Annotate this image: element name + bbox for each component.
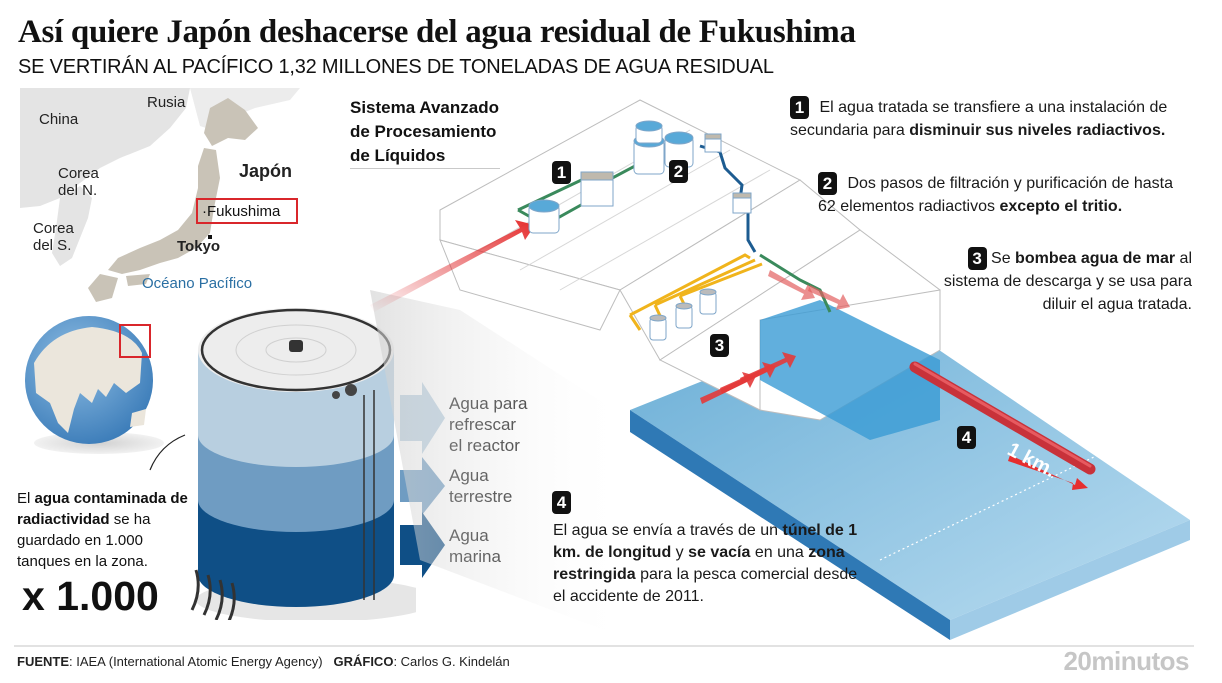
label-fukushima: ·Fukushima	[202, 203, 281, 220]
step-1-text: 1 El agua tratada se transfiere a una in…	[790, 96, 1168, 139]
label-japon: Japón	[239, 161, 293, 181]
system-title-divider	[350, 168, 500, 169]
globe-icon	[25, 316, 153, 444]
step-3-badge: 3	[967, 247, 987, 270]
step-1-badge: 1	[790, 96, 809, 119]
storage-tank-icon	[190, 308, 416, 620]
footer-credits: FUENTE: IAEA (International Atomic Energ…	[17, 654, 510, 669]
fukushima-highlight: ·Fukushima	[196, 198, 298, 224]
tank-pointer-line	[149, 382, 445, 578]
step-2-text: 2 Dos pasos de filtración y purificación…	[818, 172, 1173, 215]
label-china: China	[39, 111, 79, 128]
diagram-badge-3: 3	[710, 334, 729, 357]
map-land-icon	[20, 88, 300, 302]
diagram-badge-1: 1	[552, 161, 571, 184]
step-4-badge: 4	[552, 491, 571, 514]
tank-count: x 1.000	[22, 573, 159, 619]
brand-logo: 20minutos	[1063, 646, 1189, 676]
step-2-badge: 2	[818, 172, 837, 195]
distance-label: 1 km.	[1004, 439, 1059, 482]
page-title: Así quiere Japón deshacerse del agua res…	[18, 14, 856, 50]
step-4-text: El agua se envía a través de un túnel de…	[553, 522, 858, 605]
footer-divider	[14, 645, 1194, 647]
page-subtitle: SE VERTIRÁN AL PACÍFICO 1,32 MILLONES DE…	[18, 56, 774, 78]
diagram-badge-2: 2	[669, 160, 688, 183]
label-tokyo: Tokyo	[177, 238, 221, 255]
diagram-badge-4: 4	[957, 426, 976, 449]
label-rusia: Rusia	[147, 94, 186, 111]
label-ocean: Océano Pacífico	[142, 275, 253, 292]
step-3-text: 3 Se bombea agua de mar al sistema de de…	[943, 247, 1192, 313]
tank-caption: El agua contaminada de radiactividad se …	[17, 490, 188, 570]
